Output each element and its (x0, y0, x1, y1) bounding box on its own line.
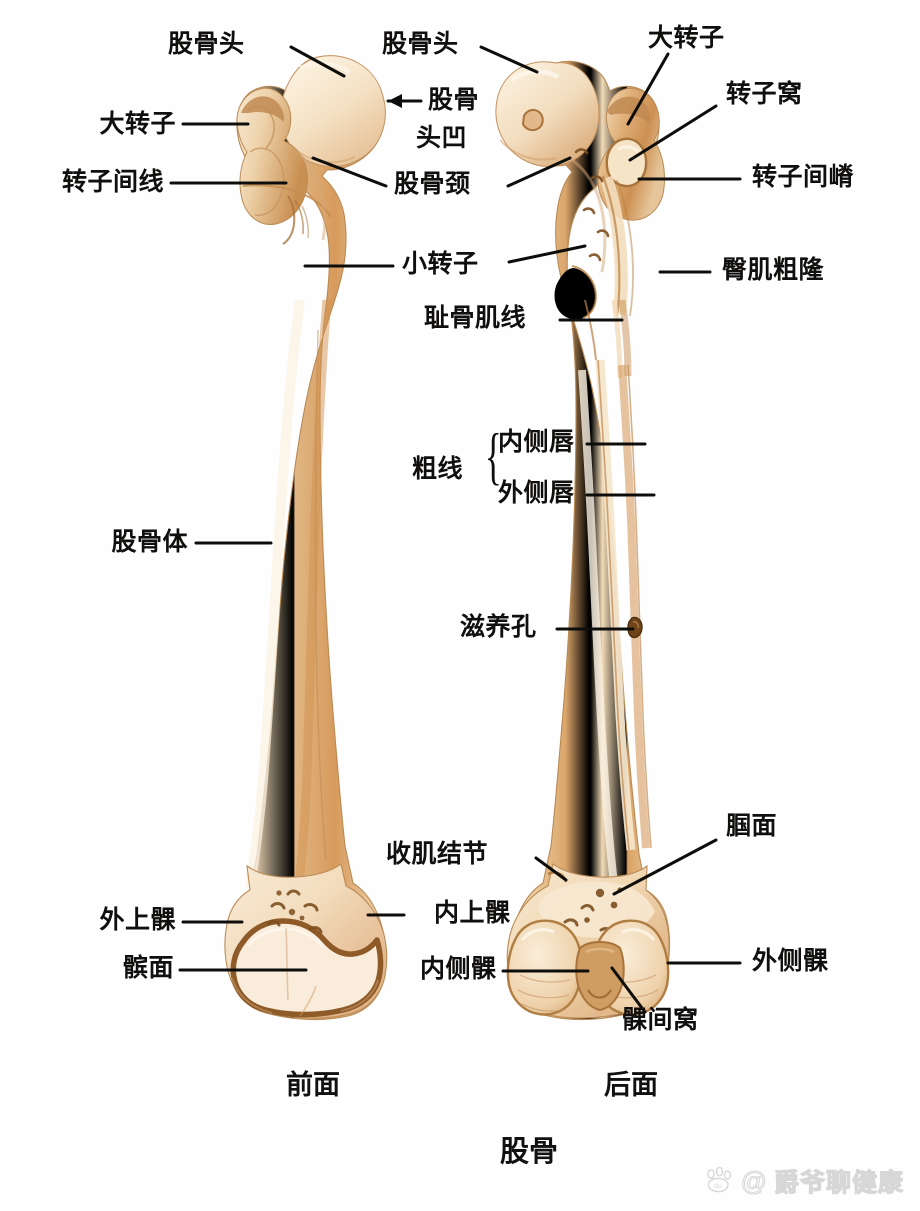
leader-adductor-tubercle (534, 856, 568, 882)
watermark: du @ 爵爷聊健康 (704, 1163, 904, 1199)
femur-posterior (495, 60, 671, 1021)
leader-femoral-head-post (479, 45, 539, 74)
label-intertrochanteric-line: 转子间线 (61, 169, 164, 196)
label-lateral-condyle: 外侧髁 (752, 948, 829, 975)
caption-posterior-view: 后面 (604, 1070, 658, 1100)
leader-femoral-neck-right (506, 156, 572, 188)
leader-greater-trochanter-post (626, 52, 670, 126)
label-patellar-surface: 髌面 (122, 955, 174, 982)
label-popliteal-surface: 腘面 (726, 813, 778, 840)
figure-title: 股骨 (500, 1136, 559, 1168)
label-adductor-tubercle: 收肌结节 (386, 841, 489, 868)
label-intercondylar-fossa: 髁间窝 (622, 1007, 699, 1034)
svg-text:du: du (714, 1183, 722, 1190)
label-greater-trochanter-anterior: 大转子 (99, 111, 176, 138)
leader-lines (169, 45, 742, 1014)
label-trochanteric-fossa: 转子窝 (726, 81, 803, 108)
label-femoral-neck: 股骨颈 (394, 171, 471, 198)
leader-femoral-head-ant (289, 45, 346, 78)
leader-trochanteric-fossa (628, 104, 718, 162)
label-gluteal-tuberosity: 臀肌粗隆 (722, 257, 825, 284)
label-lateral-epicondyle: 外上髁 (99, 907, 176, 934)
watermark-handle: 爵爷聊健康 (773, 1168, 904, 1197)
label-greater-trochanter-posterior: 大转子 (648, 25, 725, 52)
leader-popliteal-surface (612, 838, 718, 896)
label-lesser-trochanter: 小转子 (402, 251, 479, 278)
linea-aspera-brace: { (484, 420, 502, 491)
label-femoral-head-anterior: 股骨头 (168, 31, 245, 58)
label-intertrochanteric-crest: 转子间嵴 (752, 164, 855, 191)
label-femoral-head-posterior: 股骨头 (382, 31, 459, 58)
leader-fovea-capitis (386, 94, 423, 108)
leader-intercondylar-fossa (610, 966, 647, 1014)
label-lateral-lip: 外侧唇 (498, 480, 575, 507)
label-femoral-shaft: 股骨体 (111, 529, 188, 556)
leader-lesser-trochanter-right (507, 244, 587, 264)
femur-anterior (224, 55, 388, 1021)
label-nutrient-foramen: 滋养孔 (460, 614, 537, 641)
label-fovea-capitis-line-2: 头凹 (416, 125, 468, 152)
caption-anterior-view: 前面 (286, 1070, 340, 1100)
label-fovea-capitis-line-1: 股骨 (428, 87, 480, 114)
label-medial-epicondyle: 内上髁 (434, 900, 511, 927)
label-medial-lip: 内侧唇 (498, 429, 575, 456)
baidu-paw-icon: du (706, 1167, 731, 1193)
leader-femoral-neck-left (311, 156, 388, 188)
label-linea-aspera: 粗线 (412, 456, 464, 483)
label-medial-condyle: 内侧髁 (420, 956, 497, 983)
watermark-at-symbol: @ (740, 1165, 768, 1196)
label-pectineal-line: 耻骨肌线 (424, 305, 527, 332)
